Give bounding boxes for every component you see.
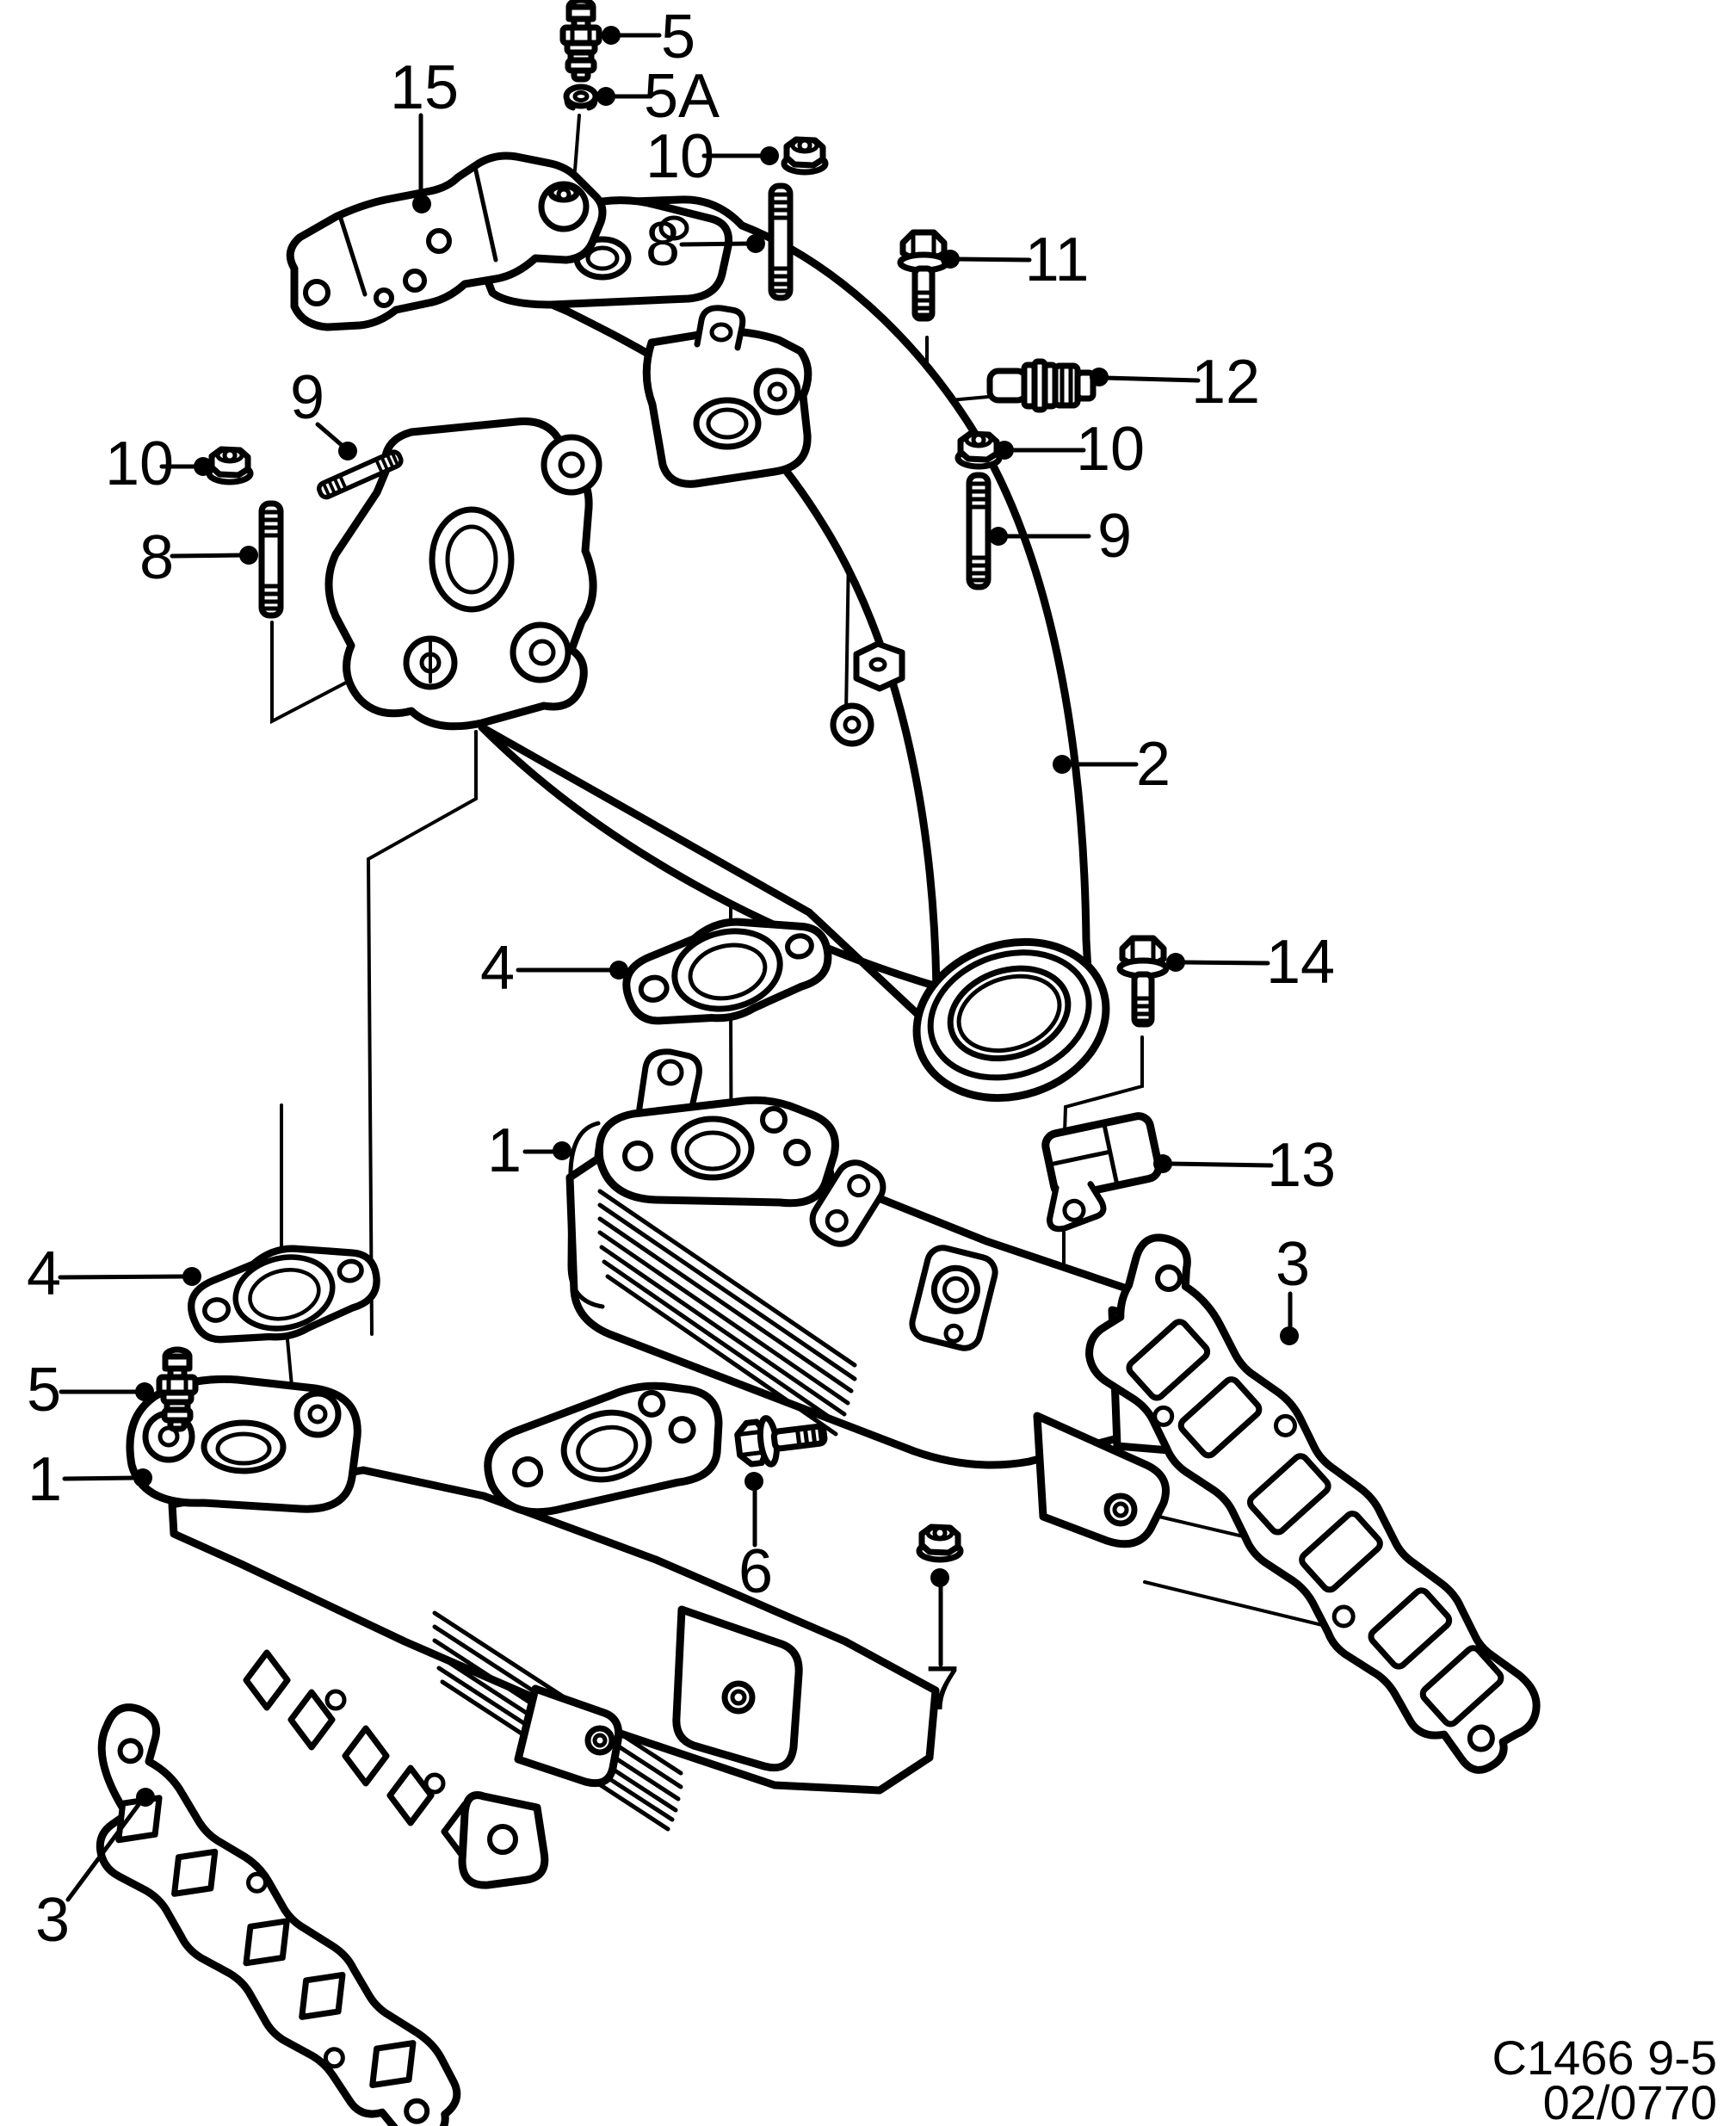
callout-label: 10 <box>1076 415 1145 484</box>
callout-label: 2 <box>1136 730 1171 799</box>
callout-label: 5 <box>27 1356 61 1425</box>
callout-label: 5 <box>661 3 695 71</box>
callout-flange-nut-top: 10 <box>646 122 779 191</box>
callout-intake-manifold-left: 1 <box>28 1445 152 1514</box>
callout-egr-pipe: 2 <box>1053 730 1171 799</box>
pipe-outlet-collar <box>912 937 1110 1103</box>
callout-pressure-sensor: 13 <box>1153 1131 1336 1200</box>
manifold-nut-part <box>919 1527 961 1560</box>
stud-right-part <box>969 475 988 587</box>
callout-mounting-bracket: 15 <box>390 53 459 213</box>
callout-label: 9 <box>290 363 324 432</box>
flange-nut-left-part <box>209 449 250 482</box>
egr-gasket-lower-part <box>188 1245 380 1344</box>
callout-sensor-bolt: 14 <box>1166 928 1335 997</box>
intake-manifold-left-part <box>126 1375 940 1889</box>
callout-flange-bolt-pipe: 11 <box>941 226 1089 294</box>
callout-manifold-gasket-right: 3 <box>1276 1230 1310 1345</box>
callout-label: 4 <box>480 934 515 1003</box>
callout-stud-left-diagonal: 9 <box>290 363 357 460</box>
callout-flange-nut-right: 10 <box>995 415 1145 484</box>
callout-label: 7 <box>925 1654 960 1723</box>
manifold-gasket-left-part <box>96 1703 461 2126</box>
fitting-top-part <box>563 0 599 79</box>
figure-code-text: C1466 9-5 <box>1492 2030 1717 2085</box>
callout-label: 10 <box>646 122 714 191</box>
callout-label: 14 <box>1266 928 1335 997</box>
figure-code: C1466 9-5 02/0770 <box>1492 2030 1717 2126</box>
callout-label: 9 <box>1097 502 1132 571</box>
callout-label: 5A <box>644 62 720 131</box>
egr-gasket-upper-part <box>622 918 832 1025</box>
callout-manifold-nut: 7 <box>925 1568 960 1723</box>
callout-label: 12 <box>1191 348 1260 417</box>
mounting-bracket-part <box>286 151 607 331</box>
callout-egr-gasket-lower: 4 <box>27 1239 201 1308</box>
callout-stud-left: 8 <box>139 523 258 592</box>
manifold-gasket-right-part <box>1085 1233 1541 1774</box>
stud-top-part <box>771 186 790 298</box>
flange-nut-top-part <box>784 139 825 172</box>
callout-label: 3 <box>1276 1230 1310 1299</box>
callout-label: 6 <box>738 1537 773 1606</box>
flange-bolt-pipe-part <box>900 232 947 318</box>
stud-left-part <box>262 504 281 615</box>
callout-fitting-top: 5 <box>602 3 695 71</box>
callout-label: 8 <box>646 210 680 279</box>
callout-flange-nut-left: 10 <box>105 430 213 498</box>
callout-egr-gasket-upper: 4 <box>480 934 628 1003</box>
callout-label: 3 <box>35 1886 70 1955</box>
sensor-bolt-part <box>1120 938 1166 1024</box>
washer-5a-part <box>563 83 599 111</box>
pressure-sensor-part <box>1041 1112 1163 1233</box>
callout-label: 11 <box>1025 226 1090 294</box>
callout-intake-manifold-right: 1 <box>487 1116 571 1185</box>
callout-stud-right: 9 <box>989 502 1132 571</box>
temperature-sensor-part <box>986 358 1097 413</box>
callout-manifold-gasket-left: 3 <box>35 1788 155 1955</box>
callouts: 5 5A 15 10 8 11 12 10 <box>27 3 1336 1955</box>
callout-label: 10 <box>105 430 174 498</box>
callout-stud-top: 8 <box>646 210 765 279</box>
callout-washer: 5A <box>596 62 720 131</box>
callout-label: 13 <box>1267 1131 1336 1200</box>
callout-fitting-lower: 5 <box>27 1356 154 1425</box>
callout-label: 8 <box>139 523 174 592</box>
callout-label: 4 <box>27 1239 61 1308</box>
callout-label: 1 <box>487 1116 522 1185</box>
flange-nut-right-part <box>958 434 999 467</box>
egr-pipe-part <box>324 195 1110 1103</box>
callout-label: 15 <box>390 53 459 122</box>
figure-revision-text: 02/0770 <box>1543 2075 1717 2126</box>
callout-manifold-bolt: 6 <box>738 1472 773 1606</box>
fitting-lower-part <box>159 1350 195 1429</box>
callout-temperature-sensor: 12 <box>1090 348 1260 417</box>
callout-label: 1 <box>28 1445 62 1514</box>
